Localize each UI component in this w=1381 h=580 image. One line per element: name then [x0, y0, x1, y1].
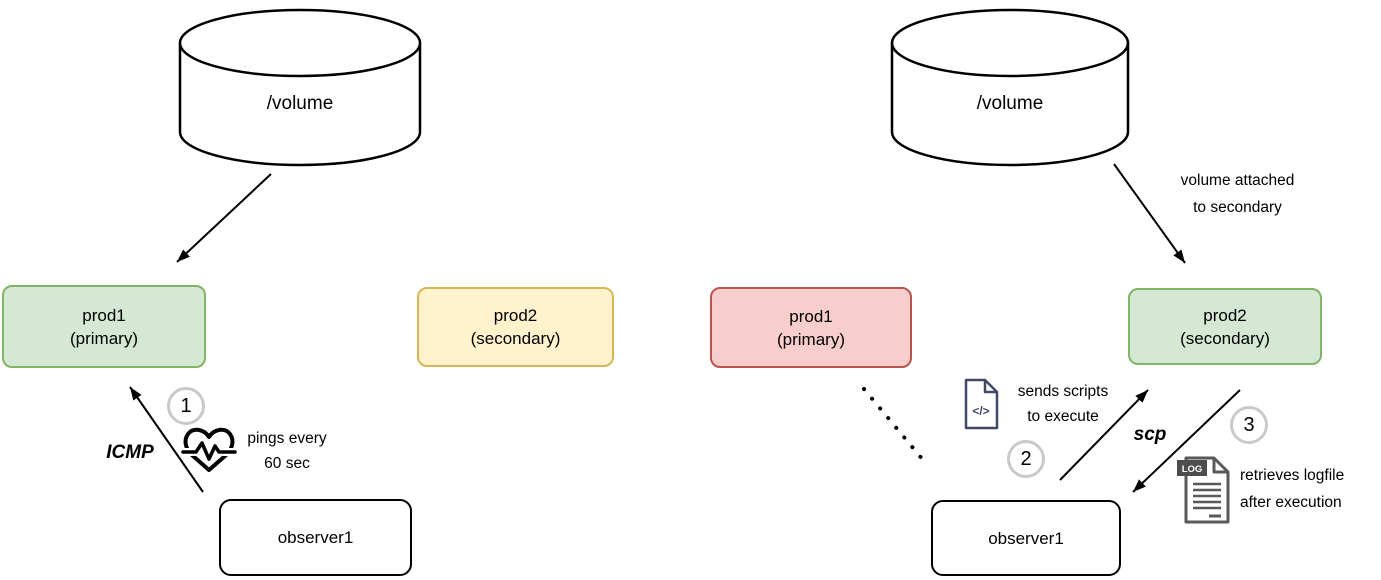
volume-attach-note-line2: to secondary: [1193, 199, 1282, 216]
scp-label: scp: [1133, 424, 1167, 445]
right-prod1-name: prod1: [789, 306, 833, 326]
logfile-icon: LOG: [1177, 456, 1230, 524]
retrieve-note-line1: retrieves logfile: [1240, 467, 1345, 484]
left-prod2-node: prod2 (secondary): [417, 287, 614, 367]
left-prod1-role: (primary): [70, 328, 138, 348]
right-volume-cylinder: [890, 8, 1130, 167]
left-prod1-node: prod1 (primary): [2, 285, 206, 368]
icmp-label: ICMP: [106, 442, 154, 463]
right-prod2-role: (secondary): [1180, 328, 1270, 348]
step-1-number: 1: [180, 394, 192, 417]
left-prod1-name: prod1: [82, 305, 126, 325]
send-scripts-note-line1: sends scripts: [1017, 383, 1109, 400]
step-3-badge: 3: [1230, 406, 1268, 444]
send-scripts-note: sends scripts to execute: [1002, 379, 1124, 429]
left-observer1-label: observer1: [277, 528, 354, 547]
ping-interval-note: pings every 60 sec: [227, 426, 347, 476]
left-volume-cylinder: [178, 8, 422, 167]
left-prod2-role: (secondary): [470, 329, 561, 348]
volume-attach-note: volume attached to secondary: [1150, 167, 1325, 221]
send-scripts-note-line2: to execute: [1027, 408, 1099, 425]
retrieve-logfile-note: retrieves logfile after execution: [1240, 462, 1381, 516]
retrieve-note-line2: after execution: [1240, 494, 1342, 511]
failed-prod1-dotted-line: [862, 387, 930, 468]
right-observer1-label: observer1: [988, 528, 1064, 548]
ping-note-line2: 60 sec: [264, 455, 310, 472]
log-badge-text: LOG: [1182, 464, 1203, 475]
step-1-badge: 1: [167, 387, 205, 425]
left-volume-label: /volume: [266, 93, 334, 114]
step-2-number: 2: [1020, 447, 1032, 470]
right-prod2-node: prod2 (secondary): [1128, 288, 1322, 365]
step-2-badge: 2: [1007, 440, 1045, 478]
left-observer1-node: observer1: [219, 499, 412, 576]
right-observer1-node: observer1: [931, 500, 1121, 576]
script-file-icon: </>: [964, 378, 999, 430]
left-prod2-name: prod2: [493, 306, 538, 325]
step-3-number: 3: [1243, 413, 1255, 436]
right-prod1-role: (primary): [777, 329, 845, 349]
right-volume-label: /volume: [976, 93, 1044, 114]
script-icon-glyph: </>: [972, 404, 989, 418]
right-prod1-node: prod1 (primary): [710, 287, 912, 368]
ping-note-line1: pings every: [247, 430, 327, 447]
right-prod2-name: prod2: [1203, 305, 1247, 325]
volume-attach-note-line1: volume attached: [1180, 172, 1295, 189]
left-volume-to-prod1-arrow: [176, 173, 272, 263]
